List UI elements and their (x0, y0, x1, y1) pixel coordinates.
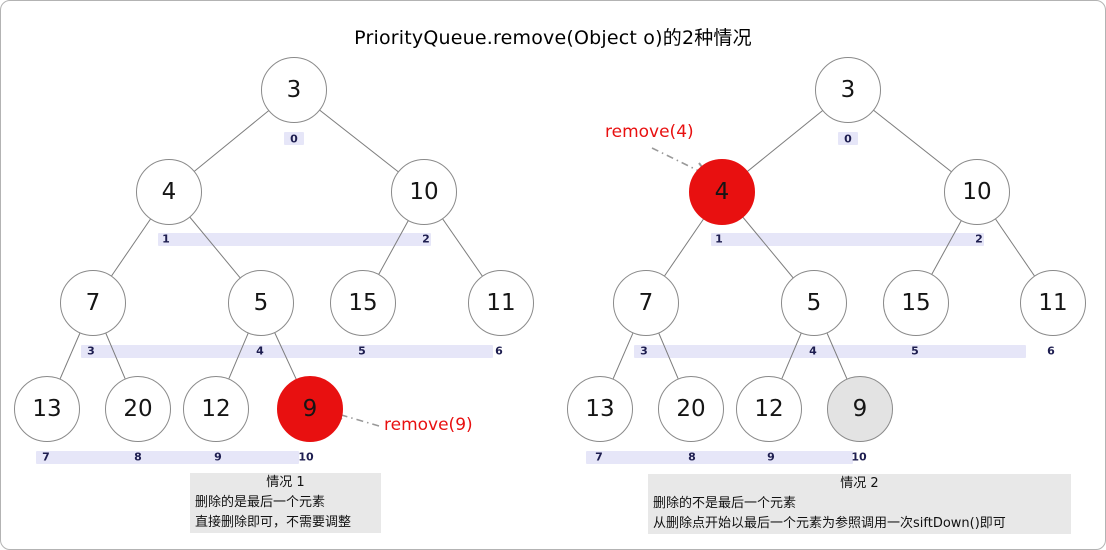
case2-node-4: 5 (781, 270, 847, 336)
case1-index-label-4: 4 (256, 344, 264, 358)
case1-node-9: 12 (183, 376, 249, 442)
case1-node-2: 10 (391, 159, 457, 225)
case2-node-3: 7 (613, 270, 679, 336)
case2-index-band-level2 (634, 345, 1026, 358)
case1-node-0: 3 (261, 57, 327, 123)
case1-index-label-3: 3 (87, 344, 95, 358)
case2-index-label-1: 1 (715, 232, 723, 246)
case2-index-label-2: 2 (975, 232, 983, 246)
case2-node-1-removed: 4 (689, 159, 755, 225)
case2-index-label-10: 10 (851, 450, 867, 464)
case1-remove-annotation: remove(9) (384, 415, 473, 435)
case1-caption-line1: 删除的是最后一个元素 (195, 495, 326, 510)
case2-index-label-8: 8 (688, 450, 696, 464)
case2-index-label-4: 4 (809, 344, 817, 358)
case2-caption-heading: 情况 2 (840, 476, 879, 491)
case2-node-8: 20 (658, 376, 724, 442)
case2-node-10-last: 9 (827, 376, 893, 442)
case1-node-7: 13 (14, 376, 80, 442)
case2-index-label-5: 5 (911, 344, 919, 358)
case1-node-6: 11 (468, 270, 534, 336)
case1-index-label-10: 10 (298, 450, 314, 464)
case1-index-label-0: 0 (290, 132, 298, 146)
case2-node-9: 12 (736, 376, 802, 442)
case1-index-band-level3 (36, 451, 299, 464)
case2-node-5: 15 (883, 270, 949, 336)
case1-caption-heading: 情况 1 (266, 475, 305, 490)
case1-node-3: 7 (60, 270, 126, 336)
case1-index-label-6: 6 (495, 344, 503, 358)
case1-index-label-8: 8 (134, 450, 142, 464)
case1-index-band-level0 (284, 132, 304, 145)
case2-index-band-level0 (838, 132, 858, 145)
case1-caption-line2: 直接删除即可，不需要调整 (195, 515, 352, 530)
case2-remove-annotation: remove(4) (605, 122, 694, 142)
diagram-title: PriorityQueue.remove(Object o)的2种情况 (354, 27, 752, 49)
case1-index-label-1: 1 (162, 232, 170, 246)
case2-index-label-6: 6 (1047, 344, 1055, 358)
case1-index-band-level2 (81, 345, 493, 358)
case2-node-6: 11 (1020, 270, 1086, 336)
case1-node-5: 15 (330, 270, 396, 336)
case1-node-8: 20 (105, 376, 171, 442)
case1-index-label-5: 5 (358, 344, 366, 358)
case2-index-label-9: 9 (767, 450, 775, 464)
case2-node-0: 3 (815, 57, 881, 123)
case1-node-4: 5 (228, 270, 294, 336)
case2-index-band-level3 (586, 451, 853, 464)
case1-index-label-2: 2 (422, 232, 430, 246)
case2-index-label-7: 7 (595, 450, 603, 464)
case2-node-7: 13 (567, 376, 633, 442)
case2-node-2: 10 (944, 159, 1010, 225)
case1-node-10-removed: 9 (277, 376, 343, 442)
case2-index-label-0: 0 (844, 132, 852, 146)
case2-index-label-3: 3 (640, 344, 648, 358)
case1-tree-edges (46, 89, 502, 410)
case2-caption: 情况 2 删除的不是最后一个元素 从删除点开始以最后一个元素为参照调用一次sif… (648, 474, 1071, 534)
case2-index-band-level1 (711, 233, 984, 246)
case1-index-label-9: 9 (214, 450, 222, 464)
case1-index-label-7: 7 (42, 450, 50, 464)
case2-caption-line2: 从删除点开始以最后一个元素为参照调用一次siftDown()即可 (653, 516, 1006, 531)
case2-caption-line1: 删除的不是最后一个元素 (653, 496, 797, 511)
case1-node-1: 4 (136, 159, 202, 225)
case1-caption: 情况 1 删除的是最后一个元素 直接删除即可，不需要调整 (190, 473, 381, 533)
case1-index-band-level1 (158, 233, 431, 246)
